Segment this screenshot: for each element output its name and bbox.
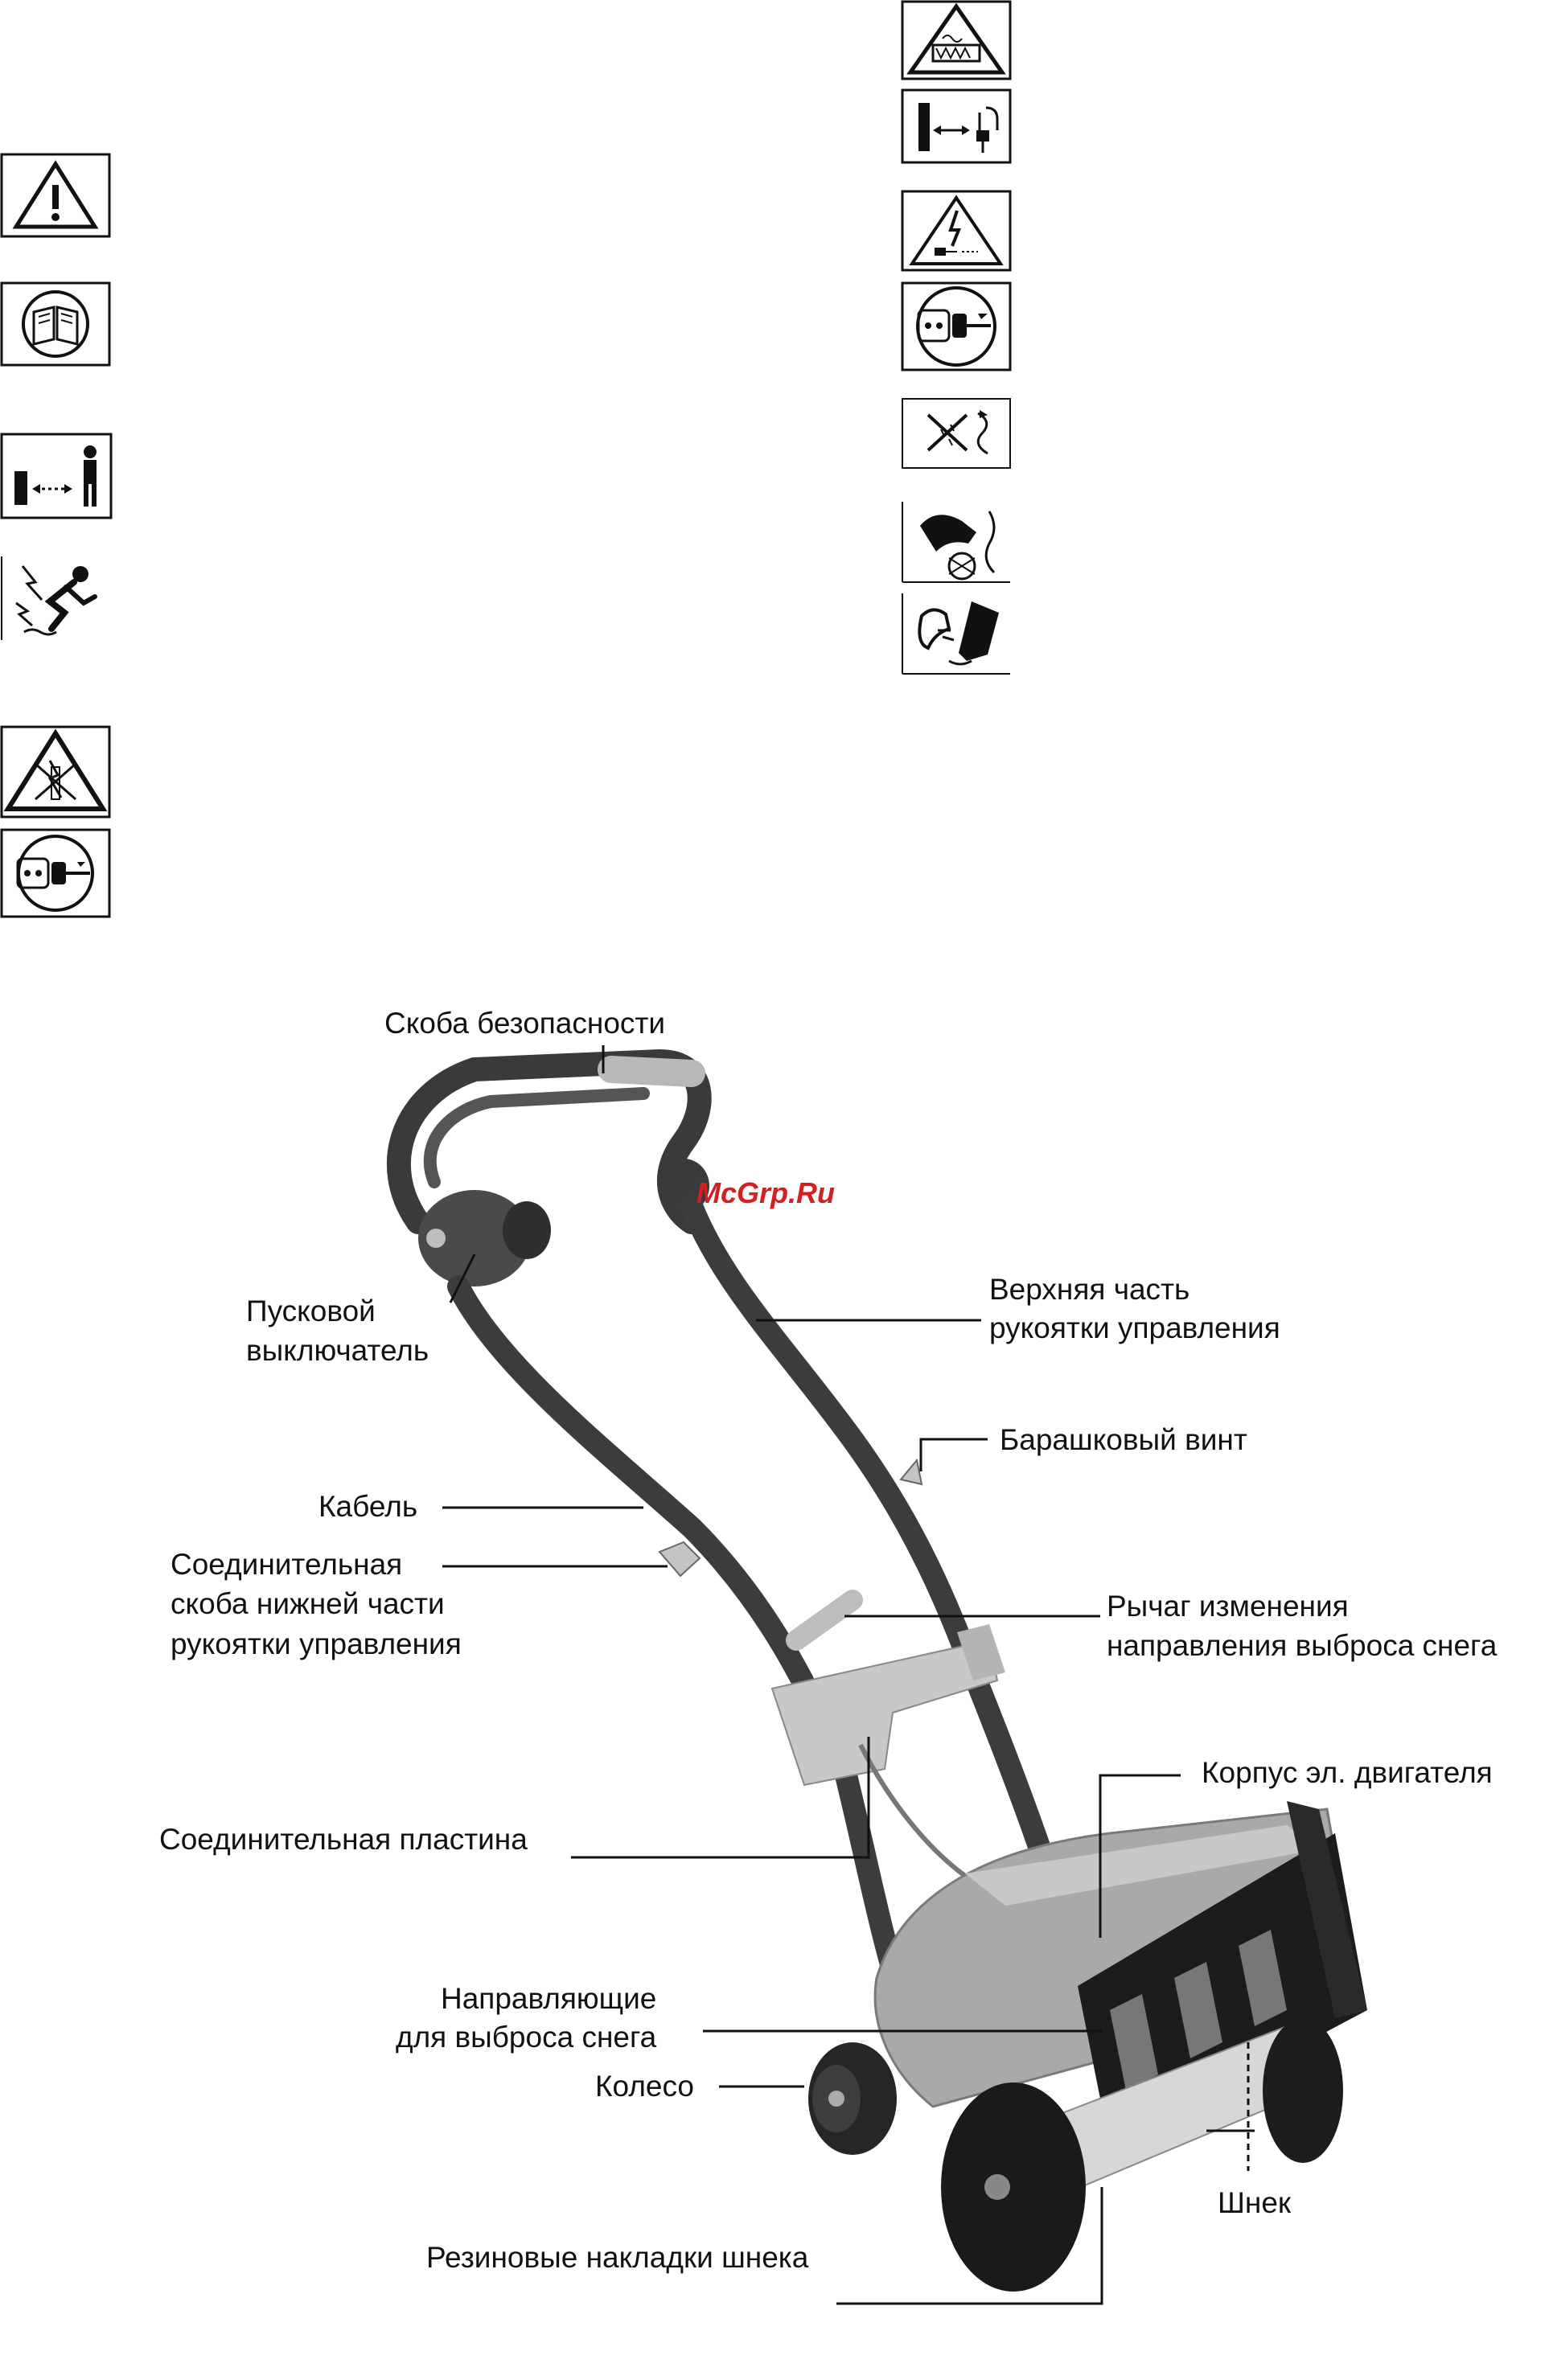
chute-lever-label-line2: направления выброса снега xyxy=(1107,1629,1498,1662)
auger-warning-icon xyxy=(901,0,1012,80)
connecting-plate-label: Соединительная пластина xyxy=(159,1823,528,1856)
keep-distance-icon xyxy=(0,433,113,519)
upper-handle-label-line1: Верхняя часть xyxy=(989,1273,1189,1306)
chute-guides-label-line1: Направляющие xyxy=(441,1982,656,2015)
read-manual-icon xyxy=(0,281,111,367)
upper-handle-label-line2: рукоятки управления xyxy=(989,1311,1280,1344)
start-switch-label-line1: Пусковой xyxy=(246,1295,376,1327)
rotating-auger-hazard-icon xyxy=(0,725,111,819)
snow-thrower-illustration xyxy=(387,1048,1367,2292)
lower-bracket-label-line1: Соединительная xyxy=(171,1548,402,1581)
electric-shock-icon xyxy=(0,555,109,642)
cable-distance-icon xyxy=(901,88,1012,164)
auger-rubber-label: Резиновые накладки шнека xyxy=(426,2241,809,2274)
lower-bracket-label-line2: скоба нижней части xyxy=(171,1587,445,1620)
lower-bracket-label-line3: рукоятки управления xyxy=(171,1627,462,1660)
unplug-icon xyxy=(0,828,111,918)
warning-triangle-icon xyxy=(0,153,111,238)
unplug-plug-icon xyxy=(901,281,1012,371)
wheel-label: Колесо xyxy=(595,2070,694,2103)
foot-injury-icon xyxy=(901,592,1012,675)
hand-injury-icon xyxy=(901,500,1012,584)
snow-thrower-diagram: McGrp.Ru Скоба безопасности Пусковой вык… xyxy=(159,1007,1498,2305)
no-rain-icon xyxy=(901,397,1012,470)
safety-bar-label: Скоба безопасности xyxy=(384,1007,665,1040)
cable-label: Кабель xyxy=(318,1490,417,1523)
motor-housing-label: Корпус эл. двигателя xyxy=(1202,1756,1493,1789)
start-switch-label-line2: выключатель xyxy=(246,1334,429,1367)
auger-label: Шнек xyxy=(1218,2186,1292,2219)
chute-guides-label-line2: для выброса снега xyxy=(396,2021,657,2054)
wing-screw-label: Барашковый винт xyxy=(1000,1423,1247,1456)
electric-hazard-unplug-icon xyxy=(901,190,1012,272)
chute-lever-label-line1: Рычаг изменения xyxy=(1107,1590,1349,1623)
watermark: McGrp.Ru xyxy=(696,1176,835,1209)
